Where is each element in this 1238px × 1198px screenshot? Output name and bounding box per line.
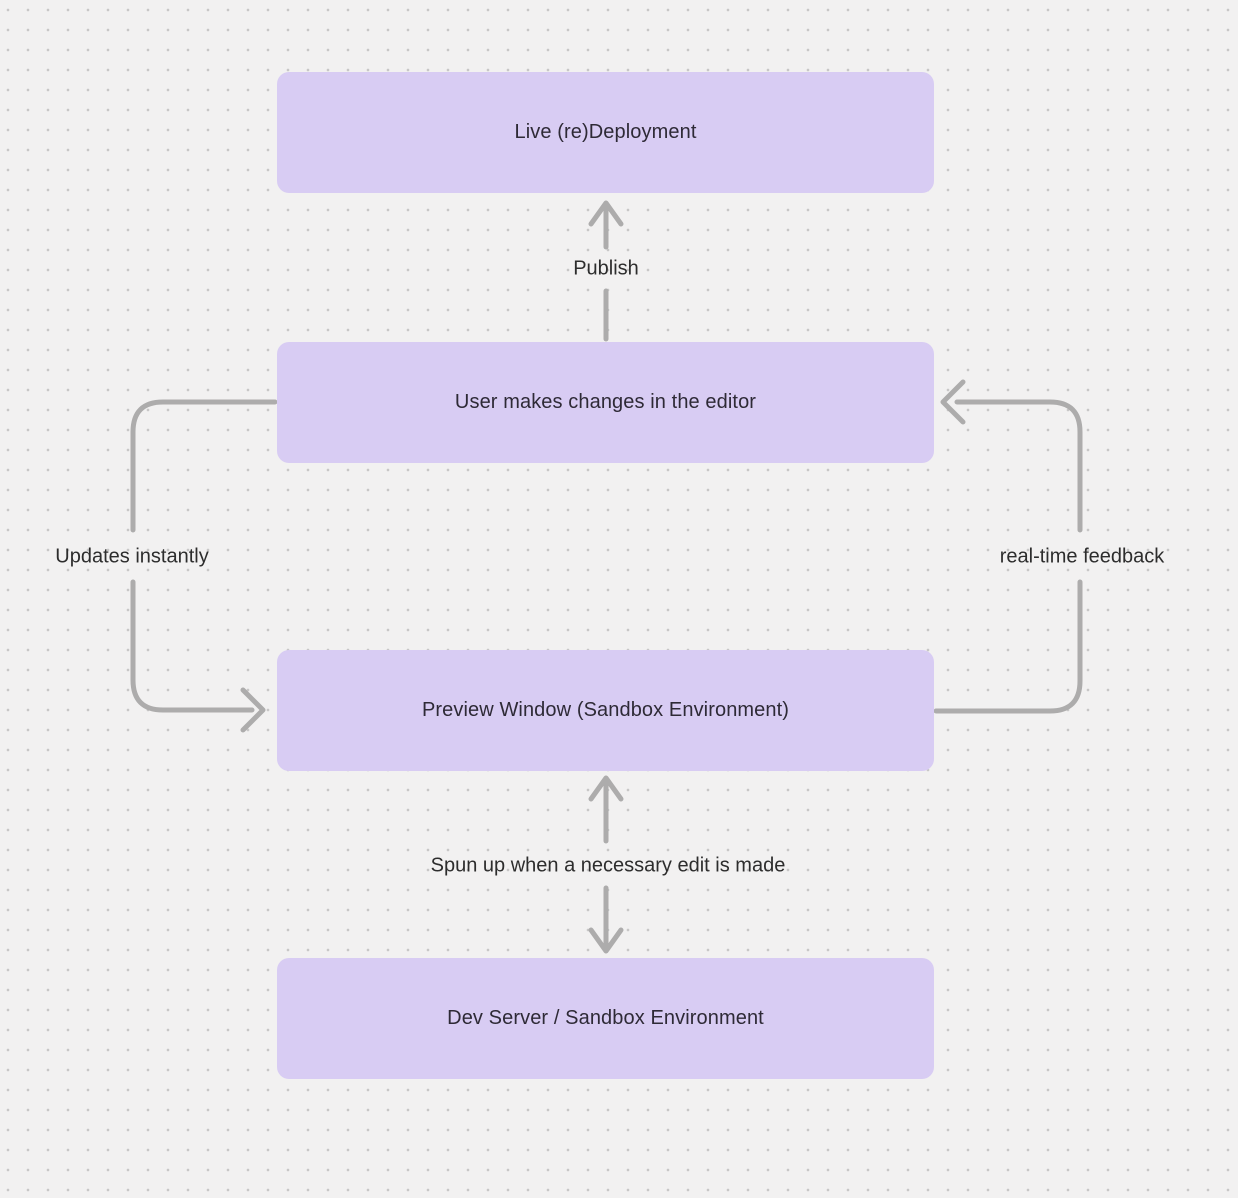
node-preview-window-label: Preview Window (Sandbox Environment): [421, 699, 790, 721]
edge-label-updates-instantly: Updates instantly: [55, 545, 209, 568]
edge-label-spun-up: Spun up when a necessary edit is made: [430, 854, 786, 877]
publish-arrowhead-up-icon: [588, 200, 624, 227]
node-live-redeployment[interactable]: Live (re)Deployment: [277, 72, 934, 193]
updates-loop-upper: [130, 399, 278, 533]
updates-arrowhead-right-icon: [240, 687, 266, 733]
feedback-loop-upper: [954, 399, 1083, 533]
node-dev-server-label: Dev Server / Sandbox Environment: [447, 1007, 764, 1029]
node-user-editor-changes-label: User makes changes in the editor: [454, 391, 757, 413]
feedback-loop-lower: [933, 579, 1083, 714]
node-dev-server[interactable]: Dev Server / Sandbox Environment: [277, 958, 934, 1079]
edge-label-publish: Publish: [573, 257, 639, 280]
updates-loop-lower: [130, 579, 255, 713]
spunup-arrowhead-down-icon: [588, 927, 624, 954]
feedback-arrowhead-left-icon: [940, 379, 966, 425]
node-live-redeployment-label: Live (re)Deployment: [514, 121, 697, 143]
node-preview-window[interactable]: Preview Window (Sandbox Environment): [277, 650, 934, 771]
spunup-arrowhead-up-icon: [588, 775, 624, 802]
edge-label-real-time-feedback: real-time feedback: [999, 545, 1165, 568]
node-user-editor-changes[interactable]: User makes changes in the editor: [277, 342, 934, 463]
